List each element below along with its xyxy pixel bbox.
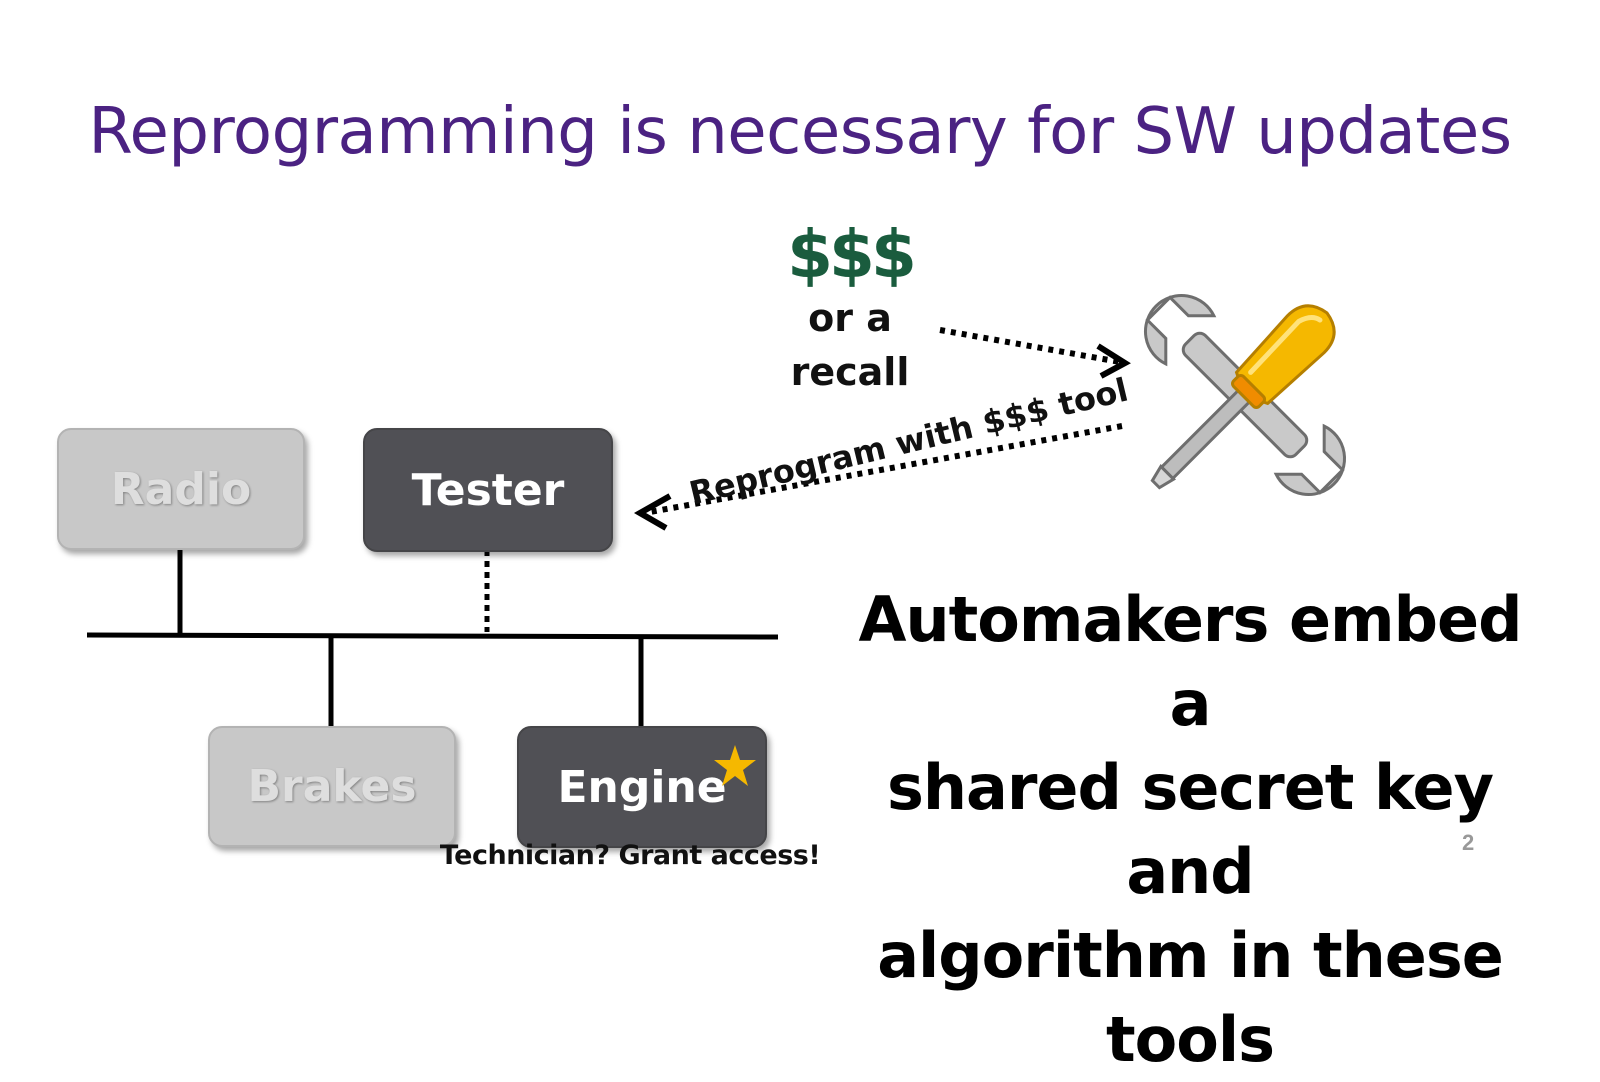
claim-text: Automakers embed a shared secret key and… bbox=[830, 578, 1550, 1082]
cost-line-1: or a bbox=[808, 296, 892, 340]
cost-to-tools-arrow bbox=[939, 327, 1131, 379]
ecu-brakes-label: Brakes bbox=[247, 761, 417, 812]
technician-caption: Technician? Grant access! bbox=[439, 840, 821, 871]
can-bus-line bbox=[86, 632, 779, 640]
ecu-radio-label: Radio bbox=[110, 463, 252, 515]
ecu-tester: Tester bbox=[363, 428, 613, 552]
claim-line-2: shared secret key and bbox=[886, 751, 1494, 908]
cost-line-2: recall bbox=[790, 350, 910, 394]
ecu-radio: Radio bbox=[57, 428, 305, 550]
ecu-engine: Engine bbox=[517, 726, 767, 848]
cost-money: $$$ bbox=[787, 216, 917, 293]
slide-title: Reprogramming is necessary for SW update… bbox=[88, 95, 1512, 169]
claim-line-3: algorithm in these tools bbox=[877, 919, 1504, 1076]
tools-to-tester-arrow bbox=[633, 423, 1123, 531]
claim-line-1: Automakers embed a bbox=[858, 583, 1523, 740]
ecu-engine-label: Engine bbox=[557, 761, 727, 813]
page-number: 2 bbox=[1462, 830, 1475, 855]
can-bus-diagram bbox=[86, 293, 1347, 786]
screwdriver-wrench-icon bbox=[1143, 293, 1347, 497]
ecu-tester-label: Tester bbox=[411, 464, 565, 516]
ecu-brakes: Brakes bbox=[208, 726, 456, 847]
